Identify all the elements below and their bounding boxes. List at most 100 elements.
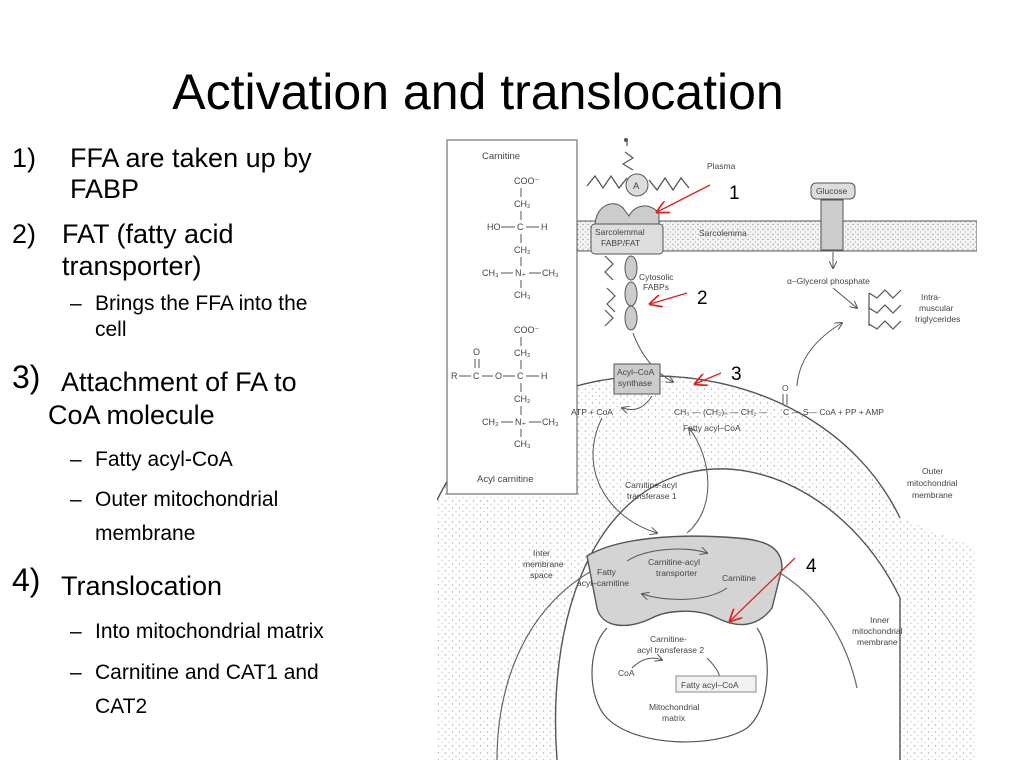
membrane-label: membrane bbox=[912, 490, 953, 500]
r-label: R bbox=[451, 371, 458, 381]
cat1-arrow-down bbox=[592, 417, 657, 533]
outer-membrane-arc-inner bbox=[554, 468, 901, 760]
glucose-box bbox=[810, 182, 856, 200]
bullet-3-marker-text: 3) bbox=[12, 359, 41, 395]
marker-3-arrow bbox=[695, 372, 722, 384]
carnitine-label-2: Carnitine bbox=[722, 573, 756, 583]
cat2-label-2: acyl transferase 2 bbox=[637, 645, 704, 655]
carnitine-acyl-transporter bbox=[586, 535, 783, 627]
marker-4: 4 bbox=[806, 556, 817, 577]
intra-label: Intra- bbox=[921, 292, 941, 302]
bullet-4-marker: 4) bbox=[12, 562, 41, 598]
fabp-blob-2 bbox=[624, 281, 638, 307]
c-label-3: C bbox=[517, 371, 524, 381]
carnitine-structure-box bbox=[446, 139, 578, 495]
muscular-label: muscular bbox=[919, 303, 954, 313]
ch3-label-6: CH₃ bbox=[514, 439, 531, 449]
fatty-acyl-coa-box bbox=[675, 675, 757, 693]
cytosolic-fatty-acid-chains bbox=[604, 255, 616, 327]
bullet-2-sub-text-cont: cell bbox=[95, 318, 127, 341]
ch3-label-2: CH₃ bbox=[542, 268, 559, 278]
transporter-arrow-bottom bbox=[642, 587, 728, 599]
inter-label: Inter bbox=[533, 548, 550, 558]
matrix-membrane bbox=[591, 627, 768, 743]
atp-coa-label: ATP + CoA bbox=[571, 407, 613, 417]
mitochondrial-label-2: mitochondrial bbox=[852, 626, 903, 636]
to-triglyceride-arrow bbox=[796, 323, 842, 387]
acyl-coa-synthase-box bbox=[613, 363, 661, 395]
ch3-label-5: CH₃ bbox=[542, 417, 559, 427]
fatty-acyl-coa-label-2: Fatty acyl–CoA bbox=[681, 680, 739, 690]
coa-label: CoA bbox=[618, 668, 635, 678]
bullet-1-text-cont: FABP bbox=[70, 174, 140, 204]
triglycerides-label: triglycerides bbox=[915, 314, 960, 324]
n-label-1: N₊ bbox=[515, 268, 526, 278]
chain-end-dot bbox=[624, 138, 628, 142]
marker-2: 2 bbox=[697, 288, 708, 309]
coo-label-1: COO⁻ bbox=[514, 176, 540, 186]
bullet-3-sub-2-text: Outer mitochondrial bbox=[95, 488, 279, 511]
marker-1-arrow bbox=[657, 184, 711, 212]
atp-arrow bbox=[622, 395, 653, 410]
membrane-label-2: membrane bbox=[857, 637, 898, 647]
space-label: space bbox=[530, 570, 553, 580]
bullet-4-marker-text: 4) bbox=[12, 562, 41, 598]
fabps-label: FABPs bbox=[643, 282, 669, 292]
glucose-label: Glucose bbox=[816, 186, 847, 196]
marker-4-arrow bbox=[730, 557, 796, 621]
fabp-fat-label: FABP/FAT bbox=[601, 238, 640, 248]
sarcolemmal-label: Sarcolemmal bbox=[595, 227, 645, 237]
plasma-label: Plasma bbox=[707, 161, 736, 171]
bullet-1-marker: 1) bbox=[12, 143, 37, 173]
h-label-1: H bbox=[541, 222, 548, 232]
transporter-arrow-top bbox=[626, 549, 707, 562]
bullet-2-sub-dash: – bbox=[70, 292, 82, 315]
bullet-3-sub-1-dash: – bbox=[70, 448, 82, 471]
ch3-label-1: CH₃ bbox=[482, 268, 499, 278]
sarcolemmal-fabp-fat-transporter bbox=[594, 203, 660, 227]
bullet-4-sub-2-dash: – bbox=[70, 661, 82, 684]
fatty-acid-translocation-diagram: Carnitine COO⁻ CH₂ HO C H CH₂ CH₃ N₊ CH₃… bbox=[437, 138, 977, 760]
fabp-to-synthase-arrow bbox=[632, 332, 673, 382]
cat1-arrow-up bbox=[686, 428, 709, 534]
bullet-4-sub-1-text: Into mitochondrial matrix bbox=[95, 620, 324, 643]
fatty-label: Fatty bbox=[597, 567, 617, 577]
triglyceride-chains bbox=[868, 289, 902, 330]
bullet-2-text: FAT (fatty acid bbox=[62, 219, 234, 249]
cat1-label-1: Carnitine-acyl bbox=[625, 480, 677, 490]
marker-3: 3 bbox=[731, 364, 742, 385]
sarcolemma-label: Sarcolemma bbox=[699, 228, 747, 238]
ho-label: HO bbox=[487, 222, 501, 232]
marker-2-arrow bbox=[650, 292, 688, 304]
vertical-chain bbox=[621, 141, 635, 171]
bullet-list: 1) FFA are taken up by FABP 2) FAT (fatt… bbox=[0, 0, 430, 768]
transporter-label-1: Carnitine-acyl bbox=[648, 557, 700, 567]
cat2-label-1: Carnitine- bbox=[650, 634, 687, 644]
inner-label: Inner bbox=[870, 615, 890, 625]
slide-title: Activation and translocation bbox=[172, 64, 784, 120]
mitochondrial-label: mitochondrial bbox=[907, 478, 958, 488]
bullet-2-marker: 2) bbox=[12, 219, 37, 249]
bullet-3-sub-2-dash: – bbox=[70, 488, 82, 511]
s-coa-label: — S— CoA + PP + AMP bbox=[792, 407, 884, 417]
bullet-4-sub-2-text: Carnitine and CAT1 and bbox=[95, 661, 319, 684]
cytosolic-label: Cytosolic bbox=[639, 272, 674, 282]
glycerol-arrow bbox=[832, 287, 857, 308]
o-label: O bbox=[473, 347, 480, 357]
fatty-acyl-coa-label: Fatty acyl–CoA bbox=[683, 423, 741, 433]
bullet-4-sub-1-dash: – bbox=[70, 620, 82, 643]
acyl-coa-label: Acyl–CoA bbox=[617, 367, 655, 377]
o-label-2: O bbox=[495, 371, 502, 381]
ch2-label-2: CH₂ bbox=[514, 245, 531, 255]
c-carbonyl-label: C bbox=[783, 407, 789, 417]
fabp-blob-1 bbox=[624, 255, 638, 281]
n-label-2: N₊ bbox=[515, 417, 526, 427]
fatty-acid-chain bbox=[586, 174, 690, 192]
marker-1: 1 bbox=[729, 183, 740, 204]
bullet-3-marker: 3) bbox=[12, 359, 41, 395]
ch2-label-4: CH₂ bbox=[514, 394, 531, 404]
fabp-fat-box bbox=[590, 223, 664, 255]
cat1-label-2: transferase 1 bbox=[627, 491, 677, 501]
bullet-1-text: FFA are taken up by bbox=[70, 143, 312, 173]
coo-label-2: COO⁻ bbox=[514, 325, 540, 335]
